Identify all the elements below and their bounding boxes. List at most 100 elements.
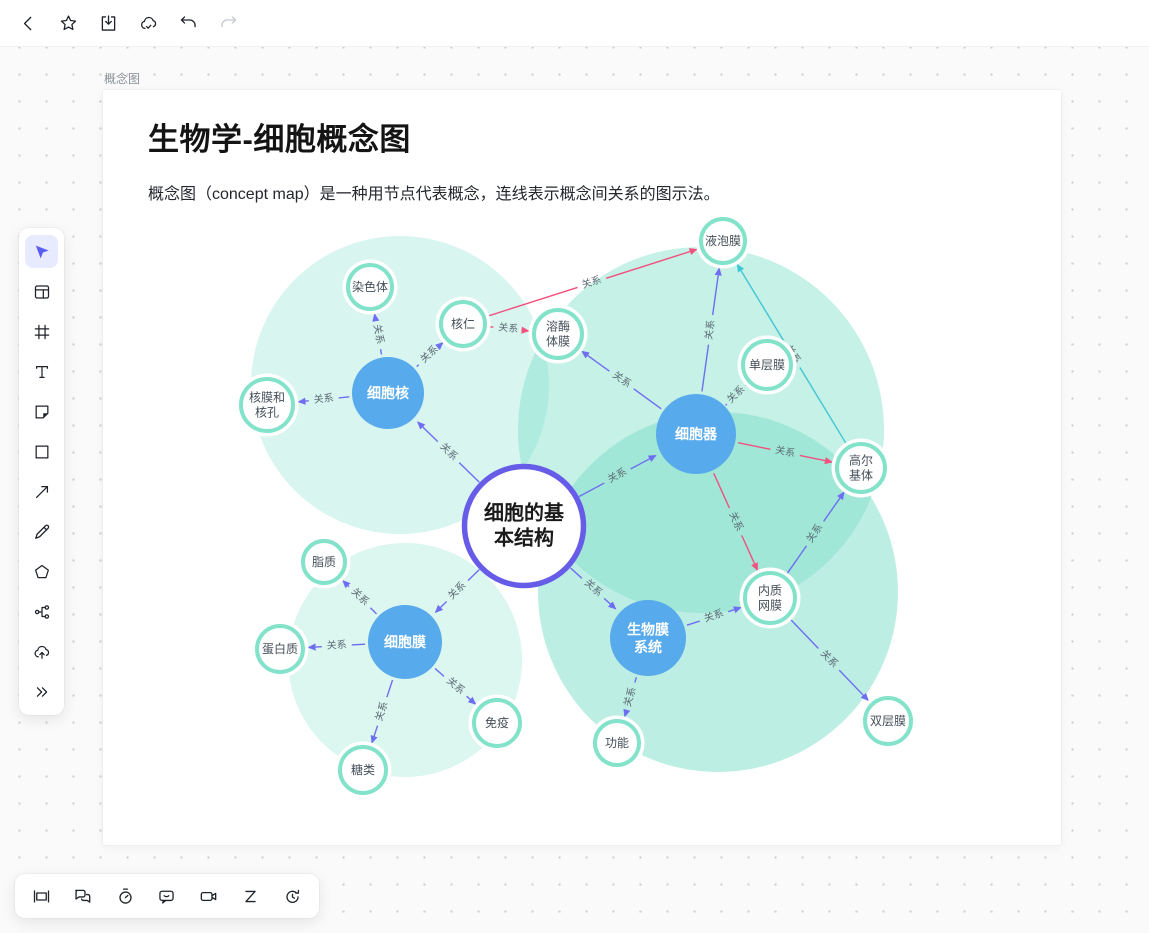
bottom-toolbar — [15, 874, 319, 918]
left-toolbar — [19, 228, 64, 715]
comments-button[interactable] — [68, 880, 100, 912]
letter-z-icon — [245, 890, 256, 902]
video-camera-icon — [200, 891, 217, 901]
whiteboard-canvas[interactable]: 概念图 生物学-细胞概念图 概念图（concept map）是一种用节点代表概念… — [0, 47, 1149, 933]
node-cell-membrane[interactable]: 细胞膜 — [368, 605, 442, 679]
save-download-icon — [101, 14, 115, 31]
edge-cell-membrane--protein[interactable]: 关系 — [307, 638, 366, 652]
node-lysosome-mem[interactable]: 溶酶体膜 — [528, 304, 588, 364]
node-label: 核仁 — [451, 317, 475, 331]
edge-relation-label: 关系 — [313, 391, 334, 406]
edge-nucleolus--lysosome-mem[interactable]: 关系 — [487, 320, 530, 335]
pentagon-icon — [34, 564, 49, 578]
node-label: 细胞核 — [367, 385, 409, 401]
pen-icon — [34, 524, 49, 539]
fit-frame-button[interactable] — [26, 880, 58, 912]
feedback-button[interactable] — [151, 880, 183, 912]
top-toolbar — [0, 0, 1149, 47]
arrow-tool-button[interactable] — [25, 475, 58, 508]
node-monolayer-mem[interactable]: 单层膜 — [737, 335, 797, 395]
edge-relation-label: 关系 — [702, 319, 718, 341]
node-protein[interactable]: 蛋白质 — [251, 620, 309, 678]
frame-tool-button[interactable] — [25, 315, 58, 348]
edge-relation-label: 关系 — [371, 323, 387, 345]
node-label: 溶酶体膜 — [546, 319, 570, 349]
shape-tool-button[interactable] — [25, 435, 58, 468]
node-label: 高尔基体 — [849, 453, 873, 483]
node-nucleus[interactable]: 细胞核 — [352, 357, 424, 429]
node-lipid[interactable]: 脂质 — [297, 535, 351, 589]
history-button[interactable] — [276, 880, 308, 912]
select-tool-button[interactable] — [25, 235, 58, 268]
square-shape-icon — [35, 445, 48, 458]
node-nucleolus[interactable]: 核仁 — [435, 296, 491, 352]
node-biomembrane-sys[interactable]: 生物膜系统 — [610, 600, 686, 676]
node-label: 双层膜 — [870, 714, 906, 728]
canvas-frame[interactable]: 生物学-细胞概念图 概念图（concept map）是一种用节点代表概念，连线表… — [103, 90, 1061, 845]
doc-subtitle[interactable]: 概念图（concept map）是一种用节点代表概念，连线表示概念间关系的图示法… — [148, 186, 720, 203]
text-icon — [35, 365, 48, 378]
arrow-icon — [35, 485, 48, 498]
back-button[interactable] — [12, 7, 44, 39]
node-golgi-body[interactable]: 高尔基体 — [831, 438, 891, 498]
edge-organelle--golgi-body[interactable]: 关系 — [737, 441, 833, 465]
timer-button[interactable] — [109, 880, 141, 912]
back-icon — [23, 16, 31, 30]
fit-frame-icon — [34, 889, 50, 903]
node-label: 细胞的基本结构 — [484, 501, 565, 550]
edge-nucleus--nuclear-envelope[interactable]: 关系 — [297, 391, 350, 406]
node-sugar[interactable]: 糖类 — [334, 741, 392, 799]
timer-icon — [119, 887, 132, 904]
pen-tool-button[interactable] — [25, 515, 58, 548]
edge-relation-label: 关系 — [774, 443, 796, 460]
frame-label[interactable]: 概念图 — [104, 72, 141, 86]
doc-title[interactable]: 生物学-细胞概念图 — [148, 122, 411, 157]
undo-icon — [180, 15, 196, 27]
cloud-sync-button[interactable] — [132, 7, 164, 39]
connector-icon — [34, 604, 49, 619]
favorite-button[interactable] — [52, 7, 84, 39]
node-organelle[interactable]: 细胞器 — [656, 394, 736, 474]
cloud-upload-tool-button[interactable] — [25, 635, 58, 668]
node-chromosome[interactable]: 染色体 — [342, 259, 398, 315]
undo-button[interactable] — [172, 7, 204, 39]
membrane-sys-region[interactable] — [538, 412, 898, 772]
node-label: 功能 — [605, 736, 629, 750]
node-label: 生物膜系统 — [627, 621, 669, 655]
node-label: 糖类 — [351, 762, 375, 777]
node-label: 免疫 — [485, 715, 509, 730]
node-label: 蛋白质 — [262, 641, 298, 656]
node-immunity[interactable]: 免疫 — [468, 694, 526, 752]
feedback-bubble-icon — [159, 890, 175, 904]
node-label: 细胞器 — [675, 426, 718, 442]
node-label: 细胞膜 — [384, 634, 426, 650]
node-er-mem[interactable]: 内质网膜 — [739, 567, 801, 629]
node-function[interactable]: 功能 — [589, 715, 645, 771]
edge-organelle--vacuole-mem[interactable]: 关系 — [701, 267, 722, 392]
favorite-star-icon — [60, 14, 76, 30]
polygon-tool-button[interactable] — [25, 555, 58, 588]
redo-button[interactable] — [212, 7, 244, 39]
board-tool-button[interactable] — [25, 275, 58, 308]
edge-nucleus--chromosome[interactable]: 关系 — [371, 313, 387, 355]
text-tool-button[interactable] — [25, 355, 58, 388]
edge-relation-label: 关系 — [498, 320, 519, 335]
node-label: 染色体 — [352, 279, 388, 294]
node-nuclear-envelope[interactable]: 核膜和核孔 — [235, 373, 299, 437]
node-label: 内质网膜 — [758, 584, 782, 613]
zen-mode-button[interactable] — [234, 880, 266, 912]
edge-relation-label: 关系 — [326, 638, 347, 652]
history-clock-icon — [285, 889, 299, 903]
node-vacuole-mem[interactable]: 液泡膜 — [695, 213, 751, 269]
video-record-button[interactable] — [193, 880, 225, 912]
more-tools-button[interactable] — [25, 675, 58, 708]
node-bilayer-mem[interactable]: 双层膜 — [859, 692, 917, 750]
node-central[interactable]: 细胞的基本结构 — [461, 463, 587, 589]
concept-map[interactable]: 关系关系关系关系关系关系关系关系关系关系关系关系关系关系关系关系关系关系关系关系… — [103, 90, 1061, 845]
sticky-note-tool-button[interactable] — [25, 395, 58, 428]
double-chevron-right-icon — [36, 686, 47, 697]
board-icon — [34, 284, 49, 299]
save-download-button[interactable] — [92, 7, 124, 39]
sticky-note-icon — [35, 405, 48, 418]
connector-tool-button[interactable] — [25, 595, 58, 628]
